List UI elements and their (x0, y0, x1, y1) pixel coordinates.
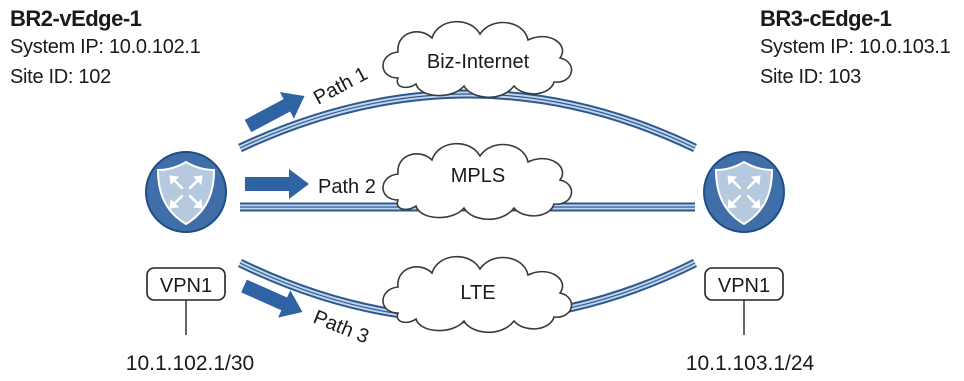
left-vpn-label: VPN1 (160, 275, 212, 297)
right-node-name: BR3-cEdge-1 (760, 6, 892, 31)
cloud-label-mpls: MPLS (451, 165, 505, 187)
left-vpn-badge: VPN1 (146, 267, 226, 301)
right-subnet: 10.1.103.1/24 (686, 352, 815, 375)
path-label-2: Path 2 (318, 176, 376, 198)
right-node-site-id: Site ID: 103 (760, 66, 861, 88)
tunnel-path-1 (238, 89, 697, 153)
left-node-info: BR2-vEdge-1 System IP: 10.0.102.1 Site I… (10, 6, 201, 92)
right-node-system-ip: System IP: 10.0.103.1 (760, 36, 951, 58)
left-node-site-id: Site ID: 102 (10, 66, 111, 88)
cloud-label-biz-internet: Biz-Internet (427, 51, 530, 73)
left-node-name: BR2-vEdge-1 (10, 6, 142, 31)
cloud-icon: Biz-Internet (382, 20, 573, 99)
cloud-icon: MPLS (382, 142, 573, 221)
right-vpn-label: VPN1 (718, 275, 770, 297)
path-label-3: Path 3 (310, 306, 372, 348)
arrow-icon (241, 279, 303, 318)
arrow-icon (244, 92, 305, 133)
cloud-label-lte: LTE (460, 282, 495, 304)
right-router-shield-icon (702, 150, 786, 234)
left-router-shield-icon (144, 150, 228, 234)
left-node-system-ip: System IP: 10.0.102.1 (10, 36, 201, 58)
right-node-info: BR3-cEdge-1 System IP: 10.0.103.1 Site I… (760, 6, 951, 92)
right-vpn-badge: VPN1 (704, 267, 784, 301)
left-subnet: 10.1.102.1/30 (126, 352, 254, 375)
cloud-icon: LTE (382, 255, 573, 334)
arrow-icon (245, 169, 309, 199)
